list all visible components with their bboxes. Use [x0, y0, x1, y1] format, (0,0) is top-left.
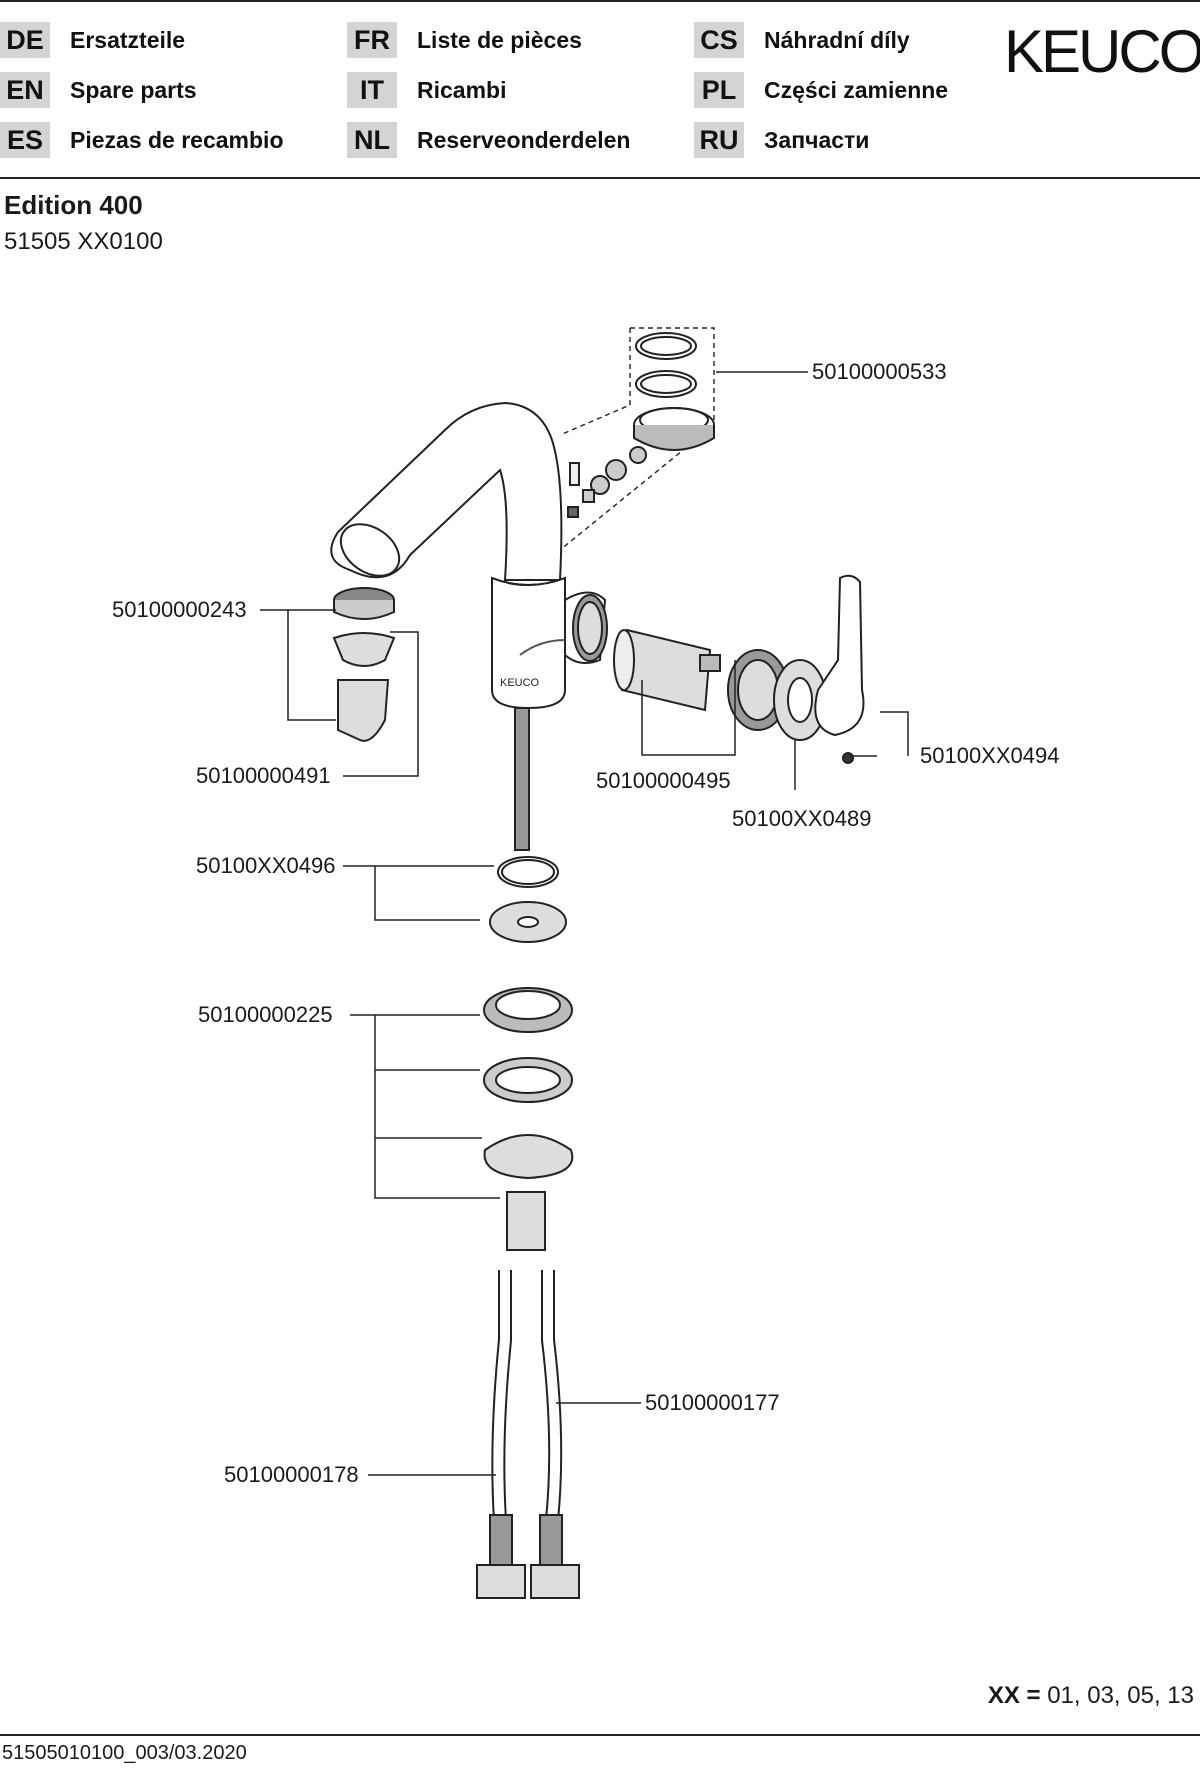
part-number-label: 50100XX0489 — [732, 806, 872, 831]
header-divider — [0, 177, 1200, 179]
keuco-logo: KEUCO — [1004, 18, 1200, 85]
part-number-label: 50100000533 — [812, 359, 947, 384]
variant-codes: XX = 01, 03, 05, 13 — [988, 1682, 1194, 1710]
lang-label-en: Spare parts — [70, 77, 197, 103]
variant-values: 01, 03, 05, 13 — [1047, 1682, 1194, 1709]
lang-code-de: DE — [0, 22, 50, 58]
header-divider — [0, 0, 1200, 2]
product-title: Edition 400 — [4, 190, 143, 220]
footer-divider — [0, 1734, 1200, 1736]
part-number-label: 50100000491 — [196, 763, 331, 788]
part-number-label: 50100000225 — [198, 1002, 333, 1027]
part-number-label: 50100XX0494 — [920, 743, 1060, 768]
part-number-label: 50100000495 — [596, 768, 731, 793]
lang-code-en: EN — [0, 72, 50, 108]
part-number-label: 50100000177 — [645, 1390, 780, 1415]
lang-label-fr: Liste de pièces — [417, 27, 582, 53]
lang-code-cs: CS — [694, 22, 744, 58]
lang-code-it: IT — [347, 72, 397, 108]
lang-label-ru: Запчасти — [764, 127, 870, 153]
lang-label-es: Piezas de recambio — [70, 127, 284, 153]
lang-code-ru: RU — [694, 122, 744, 158]
part-number-label: 50100000243 — [112, 597, 247, 622]
document-number: 51505010100_003/03.2020 — [2, 1742, 247, 1764]
lang-code-es: ES — [0, 122, 50, 158]
variant-key: XX = — [987, 1682, 1041, 1709]
part-number-label: 50100000178 — [224, 1462, 359, 1487]
part-number-label: 50100XX0496 — [196, 853, 336, 878]
product-model: 51505 XX0100 — [4, 228, 163, 255]
lang-label-de: Ersatzteile — [70, 27, 186, 53]
lang-label-it: Ricambi — [417, 77, 507, 103]
lang-code-pl: PL — [694, 72, 744, 108]
lang-code-fr: FR — [347, 22, 397, 58]
lang-code-nl: NL — [347, 122, 397, 158]
lang-label-cs: Náhradní díly — [764, 27, 910, 53]
faucet-body-logo: KEUCO — [500, 677, 540, 689]
lang-label-nl: Reserveonderdelen — [417, 127, 631, 153]
lang-label-pl: Części zamienne — [764, 77, 949, 103]
